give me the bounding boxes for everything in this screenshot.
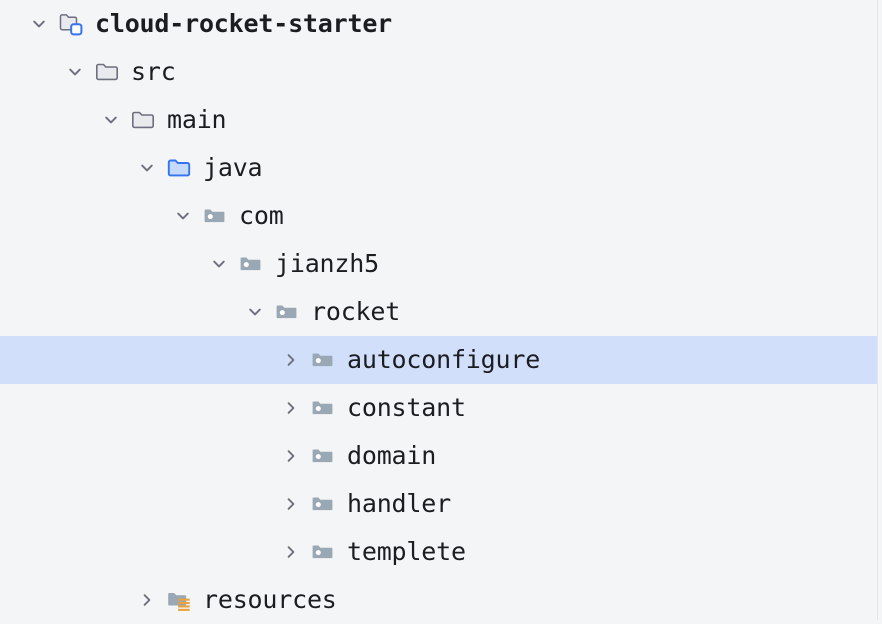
chevron-right-icon[interactable] [276, 537, 306, 567]
tree-indent [0, 72, 60, 73]
tree-node-main[interactable]: main [0, 96, 882, 144]
chevron-down-icon[interactable] [240, 297, 270, 327]
tree-node-rocket[interactable]: rocket [0, 288, 882, 336]
tree-node-jianzh5[interactable]: jianzh5 [0, 240, 882, 288]
tree-node-label: domain [347, 441, 437, 470]
module-icon [58, 11, 84, 37]
tree-node-label: src [131, 57, 176, 86]
tree-indent [0, 312, 240, 313]
vertical-scrollbar-gutter[interactable] [877, 0, 882, 620]
tree-indent [0, 216, 168, 217]
package-icon [310, 395, 336, 421]
tree-indent [0, 120, 96, 121]
chevron-right-icon[interactable] [132, 585, 162, 615]
folder-icon [130, 107, 156, 133]
tree-node-autoconfigure[interactable]: autoconfigure [0, 336, 882, 384]
resource-root-icon [166, 587, 192, 613]
tree-node-label: com [239, 201, 284, 230]
tree-node-label: templete [347, 537, 466, 566]
tree-node-label: handler [347, 489, 451, 518]
tree-node-label: rocket [311, 297, 401, 326]
tree-indent [0, 552, 276, 553]
chevron-down-icon[interactable] [168, 201, 198, 231]
tree-indent [0, 504, 276, 505]
chevron-right-icon[interactable] [276, 345, 306, 375]
tree-node-java[interactable]: java [0, 144, 882, 192]
tree-node-label: jianzh5 [275, 249, 379, 278]
package-icon [310, 443, 336, 469]
folder-icon [94, 59, 120, 85]
tree-node-label: resources [203, 585, 337, 614]
tree-node-resources[interactable]: resources [0, 576, 882, 624]
package-icon [238, 251, 264, 277]
package-icon [310, 539, 336, 565]
tree-indent [0, 168, 132, 169]
tree-node-label: main [167, 105, 227, 134]
tree-node-cloud-rocket-starter[interactable]: cloud-rocket-starter [0, 0, 882, 48]
chevron-down-icon[interactable] [132, 153, 162, 183]
package-icon [274, 299, 300, 325]
package-icon [202, 203, 228, 229]
chevron-down-icon[interactable] [96, 105, 126, 135]
chevron-right-icon[interactable] [276, 441, 306, 471]
chevron-right-icon[interactable] [276, 489, 306, 519]
tree-node-label: cloud-rocket-starter [95, 9, 393, 38]
package-icon [310, 347, 336, 373]
tree-node-templete[interactable]: templete [0, 528, 882, 576]
source-root-icon [166, 155, 192, 181]
tree-node-label: autoconfigure [347, 345, 541, 374]
package-icon [310, 491, 336, 517]
tree-node-constant[interactable]: constant [0, 384, 882, 432]
tree-node-src[interactable]: src [0, 48, 882, 96]
tree-node-label: constant [347, 393, 466, 422]
tree-indent [0, 456, 276, 457]
tree-node-handler[interactable]: handler [0, 480, 882, 528]
tree-indent [0, 360, 276, 361]
tree-indent [0, 408, 276, 409]
tree-indent [0, 600, 132, 601]
chevron-down-icon[interactable] [60, 57, 90, 87]
tree-node-com[interactable]: com [0, 192, 882, 240]
chevron-down-icon[interactable] [204, 249, 234, 279]
tree-indent [0, 24, 24, 25]
chevron-down-icon[interactable] [24, 9, 54, 39]
tree-node-domain[interactable]: domain [0, 432, 882, 480]
tree-indent [0, 264, 204, 265]
chevron-right-icon[interactable] [276, 393, 306, 423]
tree-node-label: java [203, 153, 263, 182]
